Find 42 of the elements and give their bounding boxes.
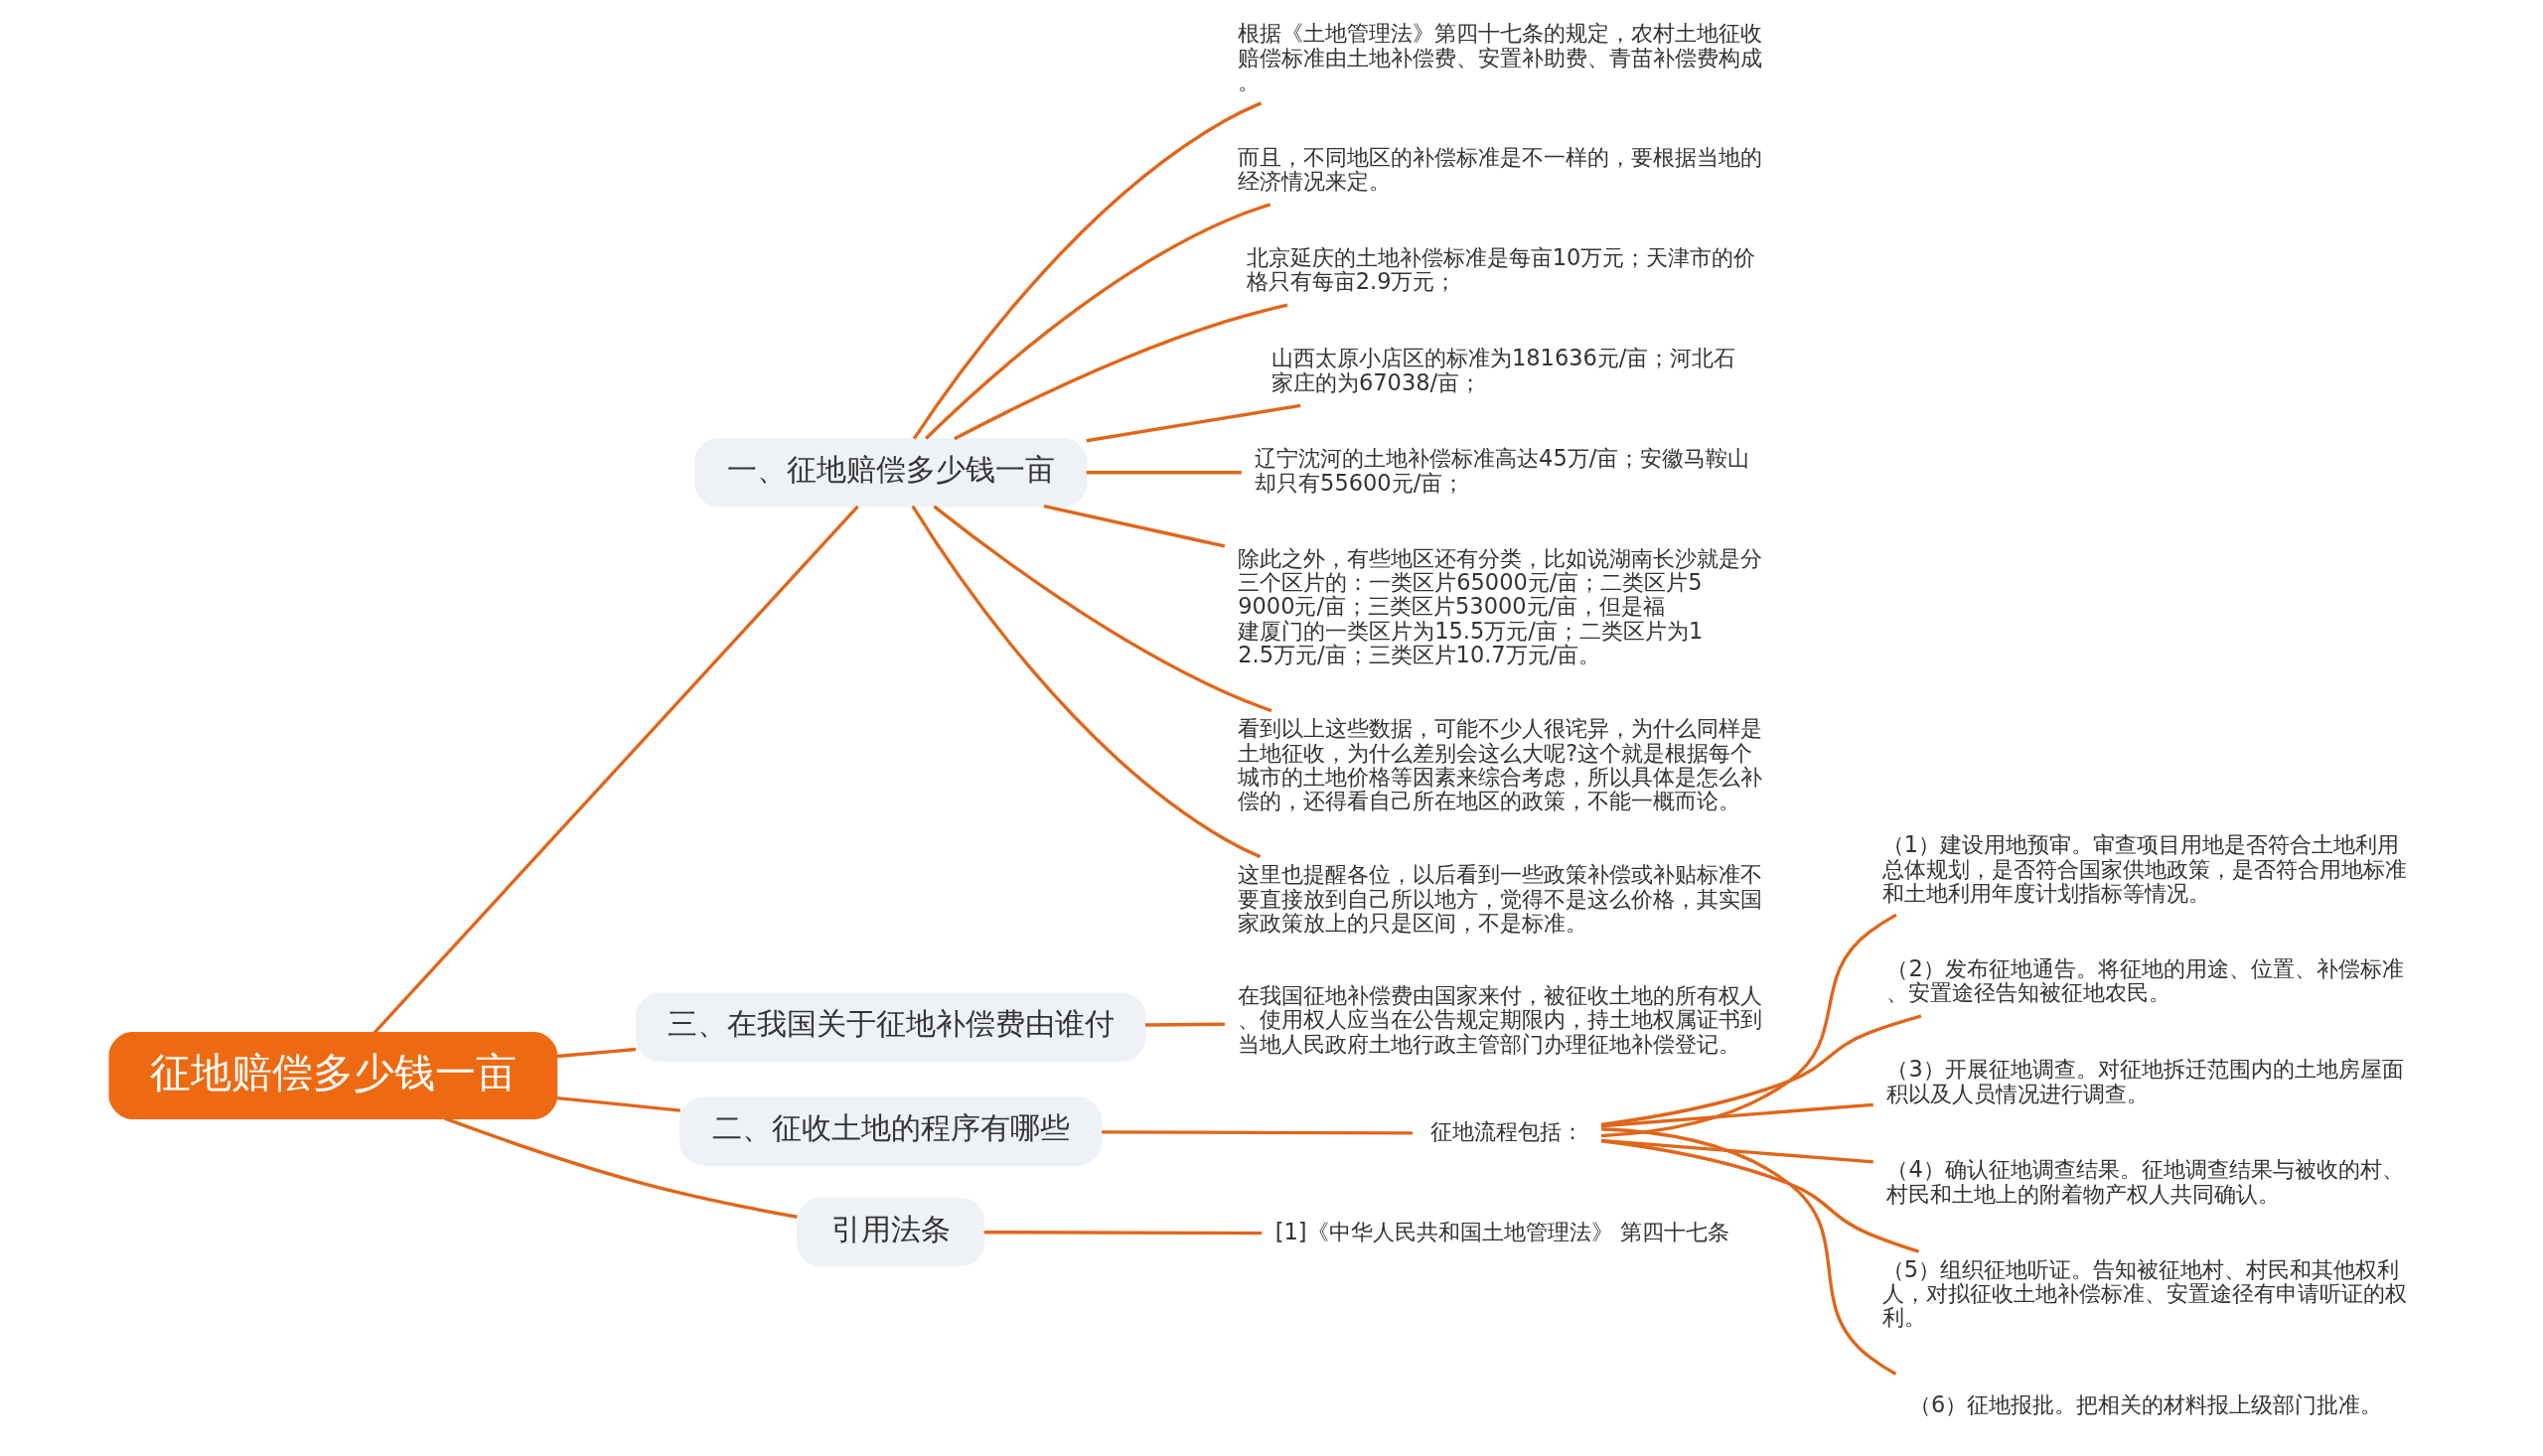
- node-text: 山西太原小店区的标准为181636元/亩；河北石家庄的为67038/亩；: [1272, 345, 1736, 395]
- node-text: 征地流程包括：: [1430, 1117, 1584, 1144]
- node-text: （3）开展征地调查。对征地拆迁范围内的土地房屋面积以及人员情况进行调查。: [1886, 1056, 2404, 1106]
- node-text: 除此之外，有些地区还有分类，比如说湖南长沙就是分三个区片的：一类区片65000元/亩；二类区片59000元/亩；三类区片53000元/亩，但是福建厦门的一类区片为15.5万元/亩；二类区片为12.5万元/亩；三类区片10.7万元/亩。: [1238, 544, 1763, 668]
- connector: [983, 1231, 1263, 1236]
- node-box: 一、征地赔偿多少钱一亩: [694, 438, 1088, 508]
- node-text: 辽宁沈河的土地补偿标准高达45万/亩；安徽马鞍山却只有55600元/亩；: [1255, 445, 1750, 496]
- connector: [911, 505, 1262, 859]
- node-text: （2）发布征地通告。将征地的用途、位置、补偿标准、安置途径告知被征地农民。: [1886, 954, 2404, 1006]
- node-text: （6）征地报批。把相关的材料报上级部门批准。: [1908, 1391, 2383, 1418]
- connector: [1600, 913, 1897, 1138]
- connector: [373, 505, 859, 1034]
- connector: [444, 1116, 798, 1219]
- connector: [1600, 1014, 1922, 1126]
- node-text: [1]《中华人民共和国土地管理法》 第四十七条: [1274, 1219, 1729, 1245]
- connector: [924, 203, 1272, 440]
- node-text: 看到以上这些数据，可能不少人很诧异，为什么同样是土地征收，为什么差别会这么大呢?这个就是根据每个城市的土地价格等因素来综合考虑，所以具体是怎么补偿的，还得看自己所在地区的政策，不能一概而论。: [1238, 715, 1763, 814]
- node-text: 这里也提醒各位，以后看到一些政策补偿或补贴标准不要直接放到自己所以地方，觉得不是这么价格，其实国家政策放上的只是区间，不是标准。: [1238, 861, 1763, 937]
- node-box: 三、在我国关于征地补偿费由谁付: [635, 992, 1146, 1062]
- connector: [556, 1047, 637, 1059]
- connector: [1086, 403, 1301, 443]
- node-text: 在我国征地补偿费由国家来付，被征收土地的所有权人、使用权人应当在公告规定期限内，持土地权属证书到当地人民政府土地行政主管部门办理征地补偿登记。: [1238, 982, 1763, 1057]
- node-text: 北京延庆的土地补偿标准是每亩10万元；天津市的价格只有每亩2.9万元；: [1246, 243, 1756, 295]
- node-text: 根据《土地管理法》第四十七条的规定，农村土地征收赔偿标准由土地补偿费、安置补助费、青苗补偿费构成。: [1238, 20, 1763, 94]
- node-text: （5）组织征地听证。告知被征地村、村民和其他权利人，对拟征收土地补偿标准、安置途径有申请听证的权利。: [1881, 1255, 2407, 1331]
- node-text: 而且，不同地区的补偿标准是不一样的，要根据当地的经济情况来定。: [1238, 143, 1763, 195]
- node-text: （1）建设用地预审。审查项目用地是否符合土地利用总体规划，是否符合国家供地政策，是否符合用地标准和土地利用年度计划指标等情况。: [1881, 831, 2407, 907]
- connector: [954, 303, 1288, 441]
- connector: [1086, 471, 1242, 475]
- node-box: 引用法条: [797, 1197, 985, 1267]
- connector: [1600, 1102, 1873, 1128]
- connector: [1601, 1127, 1897, 1376]
- node-box: 二、征收土地的程序有哪些: [679, 1096, 1103, 1166]
- connector: [1601, 1139, 1920, 1253]
- node-text: （4）确认征地调查结果。征地调查结果与被收的村、村民和土地上的附着物产权人共同确认。: [1886, 1156, 2404, 1207]
- connector: [1043, 504, 1226, 548]
- connector: [1102, 1130, 1413, 1135]
- node-box: 征地赔偿多少钱一亩: [108, 1031, 558, 1120]
- connector: [933, 505, 1272, 713]
- connector: [556, 1095, 680, 1112]
- connector: [912, 101, 1263, 440]
- connector: [1144, 1022, 1225, 1027]
